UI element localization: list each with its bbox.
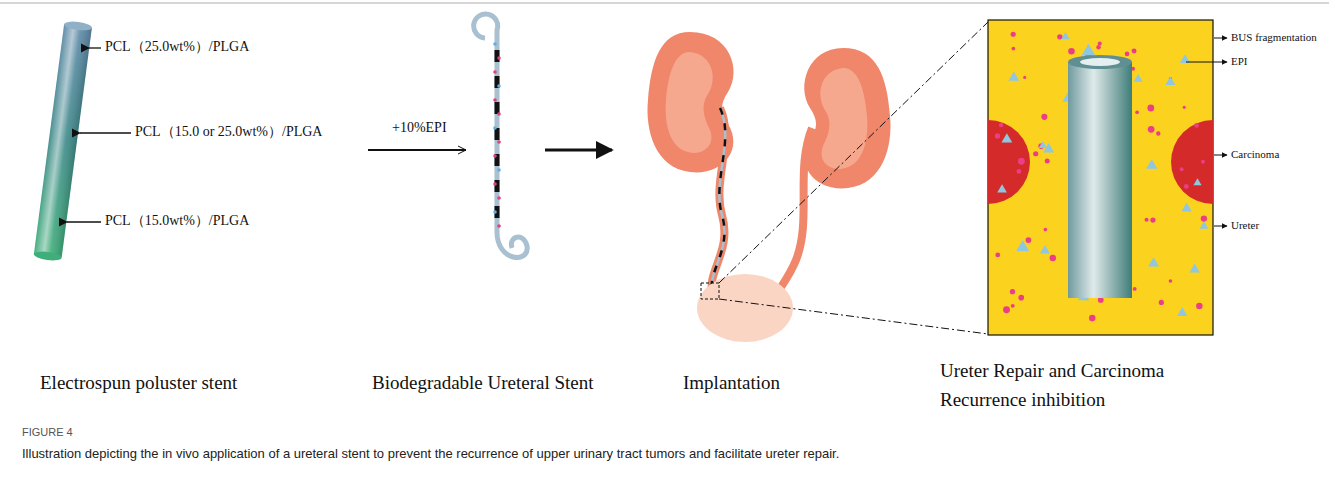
urinary-tract xyxy=(647,22,988,342)
process-label: +10%EPI xyxy=(392,120,447,137)
part-label: Carcinoma xyxy=(1231,148,1279,161)
leader-line xyxy=(67,221,101,222)
layer-label: PCL（15.0wt%）/PLGA xyxy=(105,213,249,230)
figure-number: FIGURE 4 xyxy=(22,426,73,439)
layer-label: PCL（25.0wt%）/PLGA xyxy=(105,39,249,56)
layer-label: PCL（15.0 or 25.0wt%）/PLGA xyxy=(135,124,322,141)
stage-title: Electrospun poluster stent xyxy=(40,372,237,395)
leader-line xyxy=(80,132,131,133)
process-arrow xyxy=(368,149,466,151)
detail-view xyxy=(988,20,1227,335)
stage-title: Implantation xyxy=(683,372,780,395)
leader-line xyxy=(89,47,101,48)
part-label: BUS fragmentation xyxy=(1231,31,1317,44)
part-label: EPI xyxy=(1231,55,1248,68)
stage-title: Biodegradable Ureteral Stent xyxy=(372,372,594,395)
part-label: Ureter xyxy=(1231,219,1259,232)
electrospun-tube xyxy=(33,20,92,262)
stage-title: Ureter Repair and Carcinoma Recurrence i… xyxy=(940,356,1240,415)
figure-caption: Illustration depicting the in vivo appli… xyxy=(22,446,1312,462)
top-rule xyxy=(0,2,1329,4)
process-arrow xyxy=(545,149,612,152)
pigtail-stent xyxy=(474,14,528,257)
